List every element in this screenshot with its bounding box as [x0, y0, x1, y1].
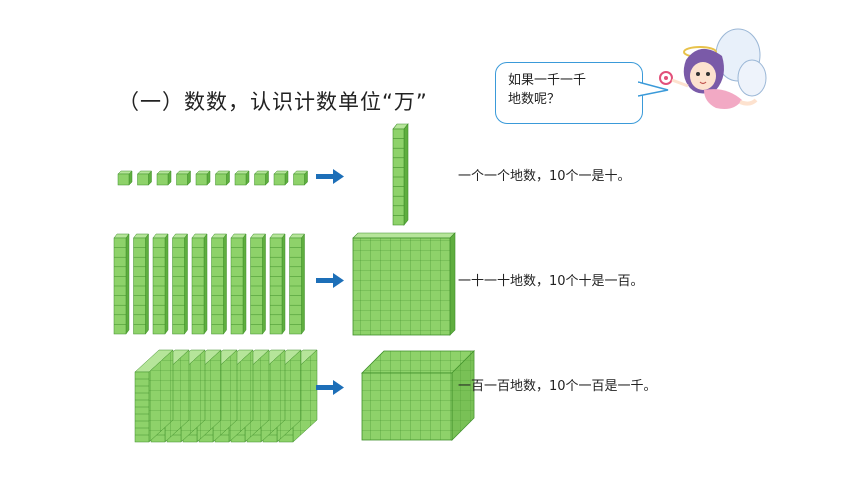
ten-rods-group [113, 233, 305, 335]
unit-cube [214, 170, 231, 186]
row-caption-hundreds: 一百一百地数，10个一百是一千。 [458, 379, 657, 394]
unit-cubes-group [117, 170, 309, 186]
speech-bubble: 如果一千一千 地数呢？ [495, 62, 643, 124]
unit-cube [234, 170, 250, 186]
unit-cube [156, 170, 172, 186]
speech-bubble-line: 地数呢？ [508, 92, 561, 107]
speech-bubble-line: 如果一千一千 [508, 73, 587, 88]
ten-rod [269, 233, 286, 335]
ten-rod [133, 233, 149, 335]
fairy-character-icon [659, 28, 767, 109]
ten-rod [250, 233, 266, 335]
ten-rod [289, 233, 305, 335]
unit-cube [195, 170, 211, 186]
ten-rod [172, 233, 188, 335]
thousand-cube-result [361, 350, 475, 441]
hundred-flat-result [352, 232, 456, 336]
right-arrow-icon [316, 380, 344, 395]
ten-rod [113, 233, 130, 335]
unit-cube [117, 170, 133, 186]
hundred-flat [134, 349, 174, 443]
right-arrow-icon [316, 273, 344, 288]
unit-cube [136, 170, 153, 186]
unit-cube [273, 170, 289, 186]
ten-rod-result [392, 123, 409, 226]
unit-cube [292, 170, 309, 186]
row-caption-tens: 一十一十地数，10个十是一百。 [458, 274, 644, 289]
right-arrow-icon [316, 169, 344, 184]
hundred-flats-group [134, 349, 318, 443]
speech-bubble-tail [638, 81, 669, 97]
ten-rod [211, 233, 227, 335]
ten-rod [152, 233, 169, 335]
unit-cube [253, 170, 270, 186]
page-title: （一）数数，认识计数单位“万” [118, 90, 428, 114]
unit-cube [175, 170, 192, 186]
ten-rod [191, 233, 208, 335]
ten-rod [230, 233, 247, 335]
row-caption-ones: 一个一个地数，10个一是十。 [458, 169, 631, 184]
